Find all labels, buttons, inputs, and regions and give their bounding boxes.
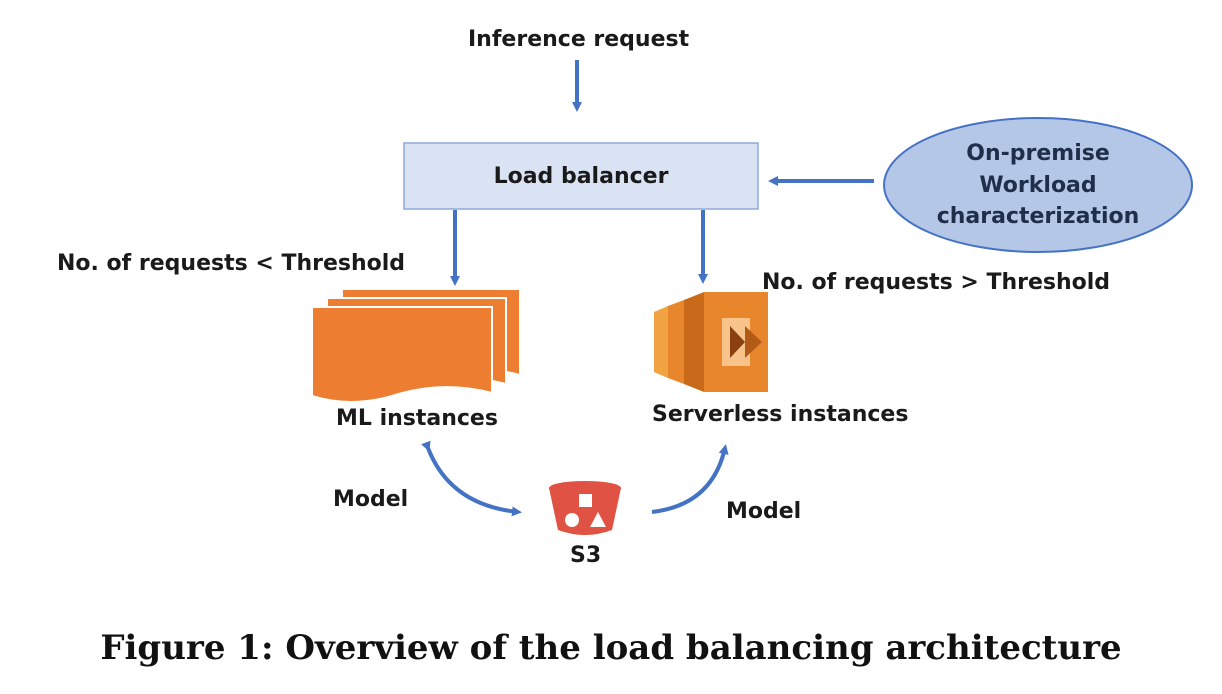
right-condition-label: No. of requests > Threshold — [762, 270, 1111, 295]
on-premise-line2: Workload — [979, 172, 1097, 198]
ml-instances-label: ML instances — [336, 406, 498, 431]
serverless-instances-label: Serverless instances — [652, 402, 909, 427]
on-premise-line3: characterization — [936, 204, 1140, 230]
model-right-label: Model — [726, 499, 802, 524]
on-premise-ellipse — [883, 117, 1193, 253]
s3-bucket-icon — [549, 481, 621, 535]
load-balancer-box — [403, 142, 759, 210]
ml-instances-icon — [311, 288, 521, 403]
figure-caption: Figure 1: Overview of the load balancing… — [100, 628, 1122, 668]
on-premise-line1: On-premise — [966, 140, 1110, 166]
on-premise-label: On-premise Workload characterization — [884, 118, 1192, 253]
left-condition-label: No. of requests < Threshold — [57, 251, 406, 276]
load-balancer-label: Load balancer — [493, 163, 669, 189]
lambda-icon — [654, 292, 768, 392]
inference-request-label: Inference request — [468, 27, 690, 52]
model-left-label: Model — [333, 487, 409, 512]
s3-label: S3 — [570, 543, 602, 568]
model-arrow-right — [651, 444, 729, 514]
model-arrow-left — [421, 440, 522, 517]
